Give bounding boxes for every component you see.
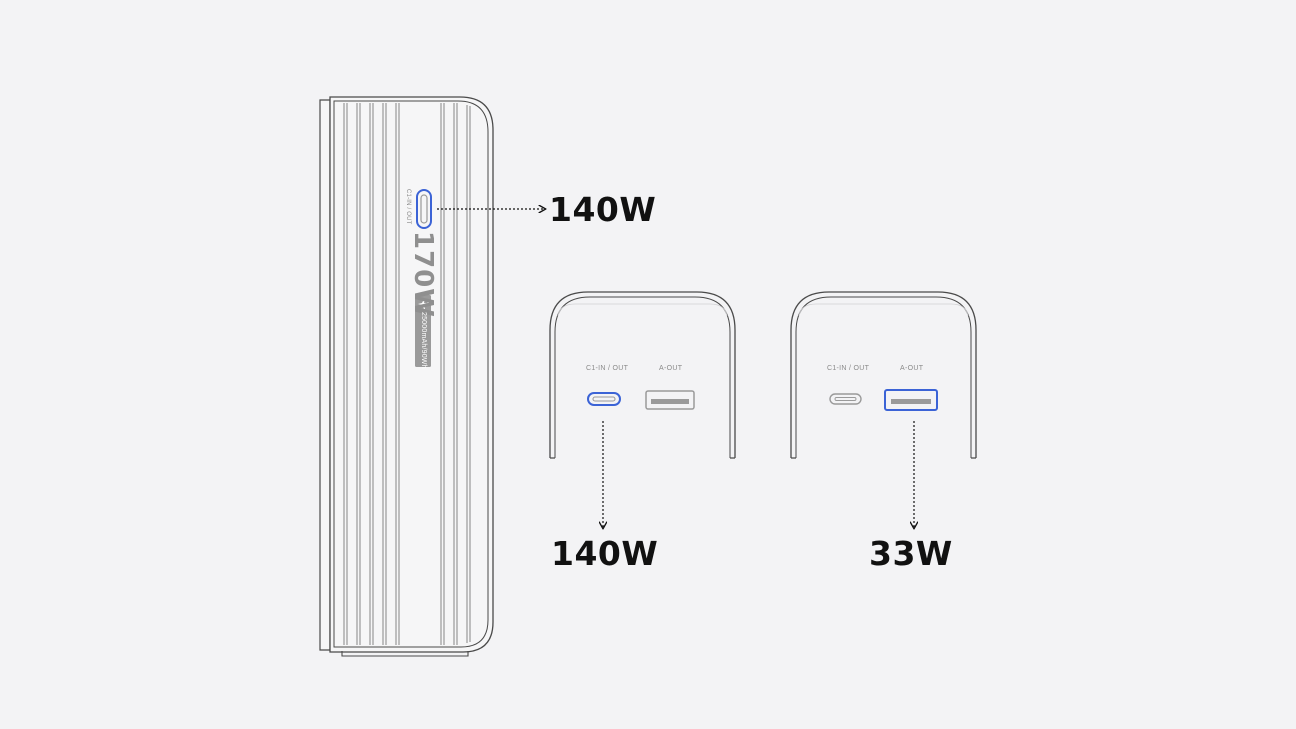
side-back-panel — [319, 99, 331, 651]
front-left-usb-c-highlight — [587, 392, 621, 406]
front-view-right — [790, 291, 977, 528]
side-ribs — [343, 103, 471, 645]
side-usb-c-port-highlight — [416, 189, 432, 229]
front-right-callout-watt: 33W — [869, 534, 953, 573]
power-rating-label: 170W — [408, 231, 438, 318]
front-view-left — [549, 291, 736, 528]
front-right-usb-c-port — [829, 393, 862, 405]
side-callout-watt: 140W — [549, 190, 657, 229]
front-left-outer — [549, 291, 736, 458]
side-outer-body — [329, 96, 494, 653]
front-right-usb-a-highlight — [884, 389, 938, 411]
side-foot — [341, 651, 469, 657]
front-right-inner — [795, 296, 972, 458]
front-left-inner — [554, 296, 731, 458]
front-right-outer — [790, 291, 977, 458]
power-bank-side-view — [319, 96, 545, 657]
side-inner-body — [333, 100, 489, 648]
front-left-port-c-label: C1-IN / OUT — [586, 365, 629, 372]
front-left-port-a-label: A-OUT — [659, 365, 683, 372]
side-usb-c-port-slot — [420, 194, 428, 224]
airplane-icon — [418, 299, 429, 309]
capacity-badge — [415, 295, 431, 367]
front-left-callout-watt: 140W — [551, 534, 659, 573]
front-left-usb-a-port — [645, 390, 695, 410]
front-right-port-a-label: A-OUT — [900, 365, 924, 372]
capacity-label: 25000mAh/90Wh — [420, 312, 427, 369]
front-right-port-c-label: C1-IN / OUT — [827, 365, 870, 372]
side-port-label: C1-IN / OUT — [405, 189, 411, 225]
